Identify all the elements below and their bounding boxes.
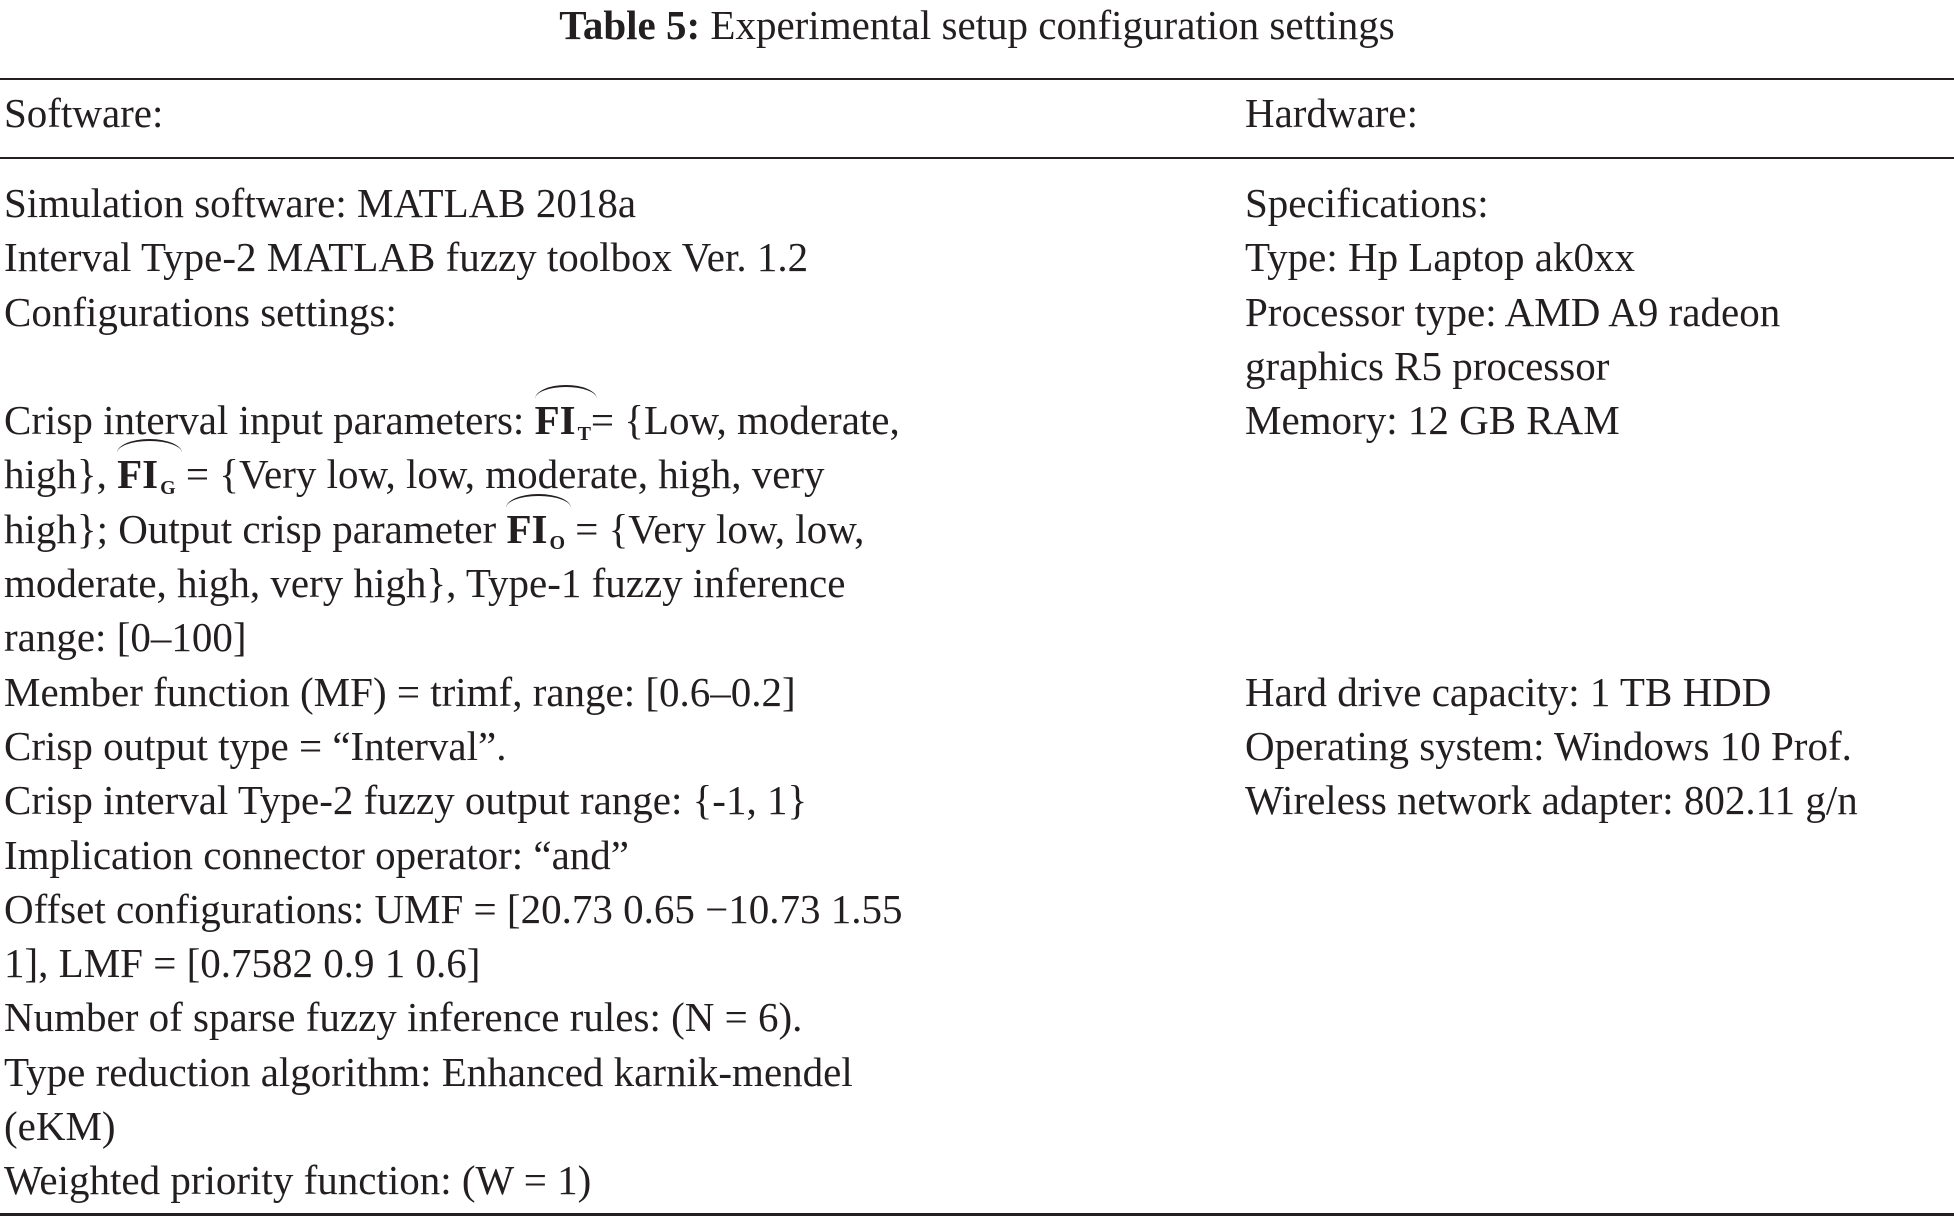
text-run: Crisp interval input parameters: bbox=[4, 397, 535, 444]
software-line: (eKM) bbox=[4, 1103, 116, 1150]
hardware-column: Specifications: Type: Hp Laptop ak0xx Pr… bbox=[1245, 176, 1954, 828]
fi-text: FI bbox=[506, 505, 548, 552]
text-run: high}; Output crisp parameter bbox=[4, 505, 507, 552]
table-caption-label: Table 5: bbox=[559, 2, 701, 48]
hardware-line: Wireless network adapter: 802.11 g/n bbox=[1245, 777, 1858, 824]
text-run: = {Very low, low, moderate, high, very bbox=[175, 451, 825, 498]
software-line: Weighted priority function: (W = 1) bbox=[4, 1157, 592, 1204]
text-run: high}, bbox=[4, 451, 118, 498]
software-line: Member function (MF) = trimf, range: [0.… bbox=[4, 668, 796, 715]
table-caption-text: Experimental setup configuration setting… bbox=[710, 2, 1395, 48]
header-software: Software: bbox=[4, 90, 164, 136]
fi-text: FI bbox=[534, 397, 576, 444]
spacer bbox=[1245, 610, 1954, 664]
hardware-line: Processor type: AMD A9 radeon bbox=[1245, 288, 1781, 335]
software-line: Configurations settings: bbox=[4, 288, 397, 335]
fi-subscript: G bbox=[160, 477, 176, 500]
fi-text: FI bbox=[117, 451, 159, 498]
header-rule bbox=[0, 157, 1954, 159]
bottom-rule bbox=[0, 1213, 1954, 1216]
software-line: 1], LMF = [0.7582 0.9 1 0.6] bbox=[4, 940, 481, 987]
text-run: = {Low, moderate, bbox=[590, 397, 900, 444]
fi-subscript: O bbox=[549, 531, 565, 554]
software-line: Number of sparse fuzzy inference rules: … bbox=[4, 994, 803, 1041]
spacer bbox=[1245, 556, 1954, 610]
hardware-line: graphics R5 processor bbox=[1245, 342, 1610, 389]
software-line: Crisp interval Type-2 fuzzy output range… bbox=[4, 777, 808, 824]
software-line: Simulation software: MATLAB 2018a bbox=[4, 180, 637, 226]
software-line: Offset configurations: UMF = [20.73 0.65… bbox=[4, 885, 903, 932]
hardware-line: Operating system: Windows 10 Prof. bbox=[1245, 722, 1852, 769]
fi-subscript: T bbox=[577, 423, 591, 446]
software-line: range: [0–100] bbox=[4, 614, 247, 661]
software-column: Simulation software: MATLAB 2018a Interv… bbox=[4, 176, 1094, 1208]
header-hardware: Hardware: bbox=[1245, 90, 1419, 136]
software-line: moderate, high, very high}, Type-1 fuzzy… bbox=[4, 560, 846, 607]
software-line: Type reduction algorithm: Enhanced karni… bbox=[4, 1048, 853, 1095]
hardware-line: Hard drive capacity: 1 TB HDD bbox=[1245, 668, 1772, 715]
software-line: Implication connector operator: “and” bbox=[4, 831, 629, 878]
spacer bbox=[1245, 447, 1954, 501]
hardware-line: Specifications: bbox=[1245, 180, 1489, 226]
spacer bbox=[1245, 502, 1954, 556]
spacer bbox=[4, 339, 1094, 393]
software-line: Crisp output type = “Interval”. bbox=[4, 722, 507, 769]
hardware-line: Memory: 12 GB RAM bbox=[1245, 397, 1620, 444]
table-caption: Table 5: Experimental setup configuratio… bbox=[0, 0, 1954, 50]
hardware-line: Type: Hp Laptop ak0xx bbox=[1245, 234, 1635, 281]
text-run: = {Very low, low, bbox=[565, 505, 865, 552]
top-rule bbox=[0, 78, 1954, 80]
software-line: Interval Type-2 MATLAB fuzzy toolbox Ver… bbox=[4, 234, 809, 281]
